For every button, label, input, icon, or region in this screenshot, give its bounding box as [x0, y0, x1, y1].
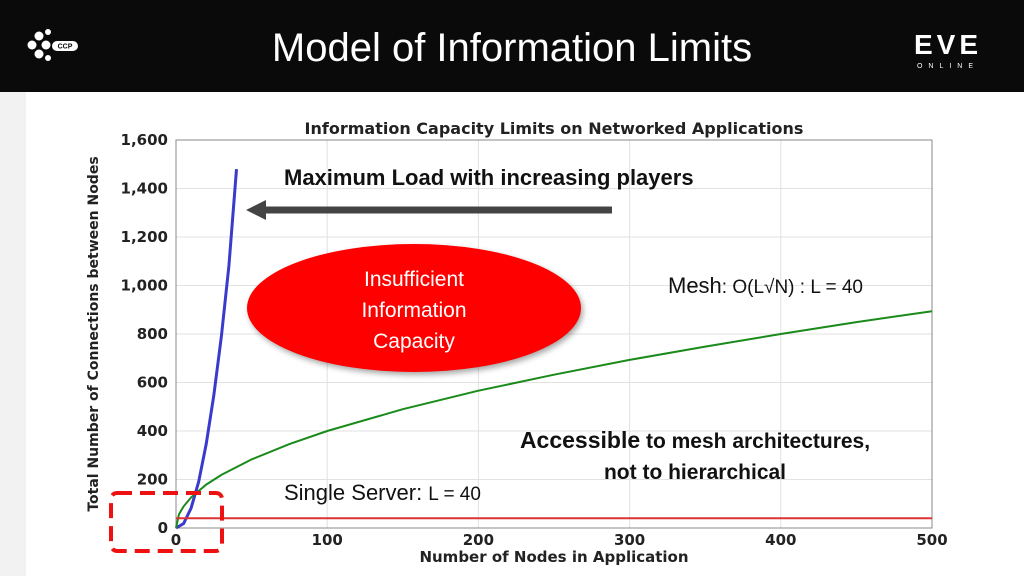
origin-highlight-box	[109, 491, 224, 553]
y-tick-label: 600	[137, 374, 168, 392]
accessible-annotation: Accessible to mesh architectures, not to…	[500, 425, 890, 488]
slide-left-margin	[0, 92, 26, 576]
eve-logo-subtext: ONLINE	[917, 63, 979, 70]
insufficient-line-2: Information	[361, 299, 467, 322]
x-tick-labels: 0 100 200 300 400 500	[171, 531, 948, 549]
insufficient-capacity-text: Insufficient Information Capacity	[247, 264, 581, 357]
y-tick-label: 0	[158, 519, 168, 537]
y-tick-label: 800	[137, 325, 168, 343]
single-server-label: Single Server:	[284, 480, 429, 505]
insufficient-capacity-ellipse: Insufficient Information Capacity	[247, 244, 581, 372]
x-axis-label: Number of Nodes in Application	[419, 548, 688, 566]
single-server-annotation: Single Server: L = 40	[284, 480, 481, 506]
y-tick-label: 200	[137, 471, 168, 489]
y-tick-labels: 0 200 400 600 800 1,000 1,200 1,400 1,600	[121, 131, 168, 537]
x-tick-label: 0	[171, 531, 181, 549]
ccp-logo-text: CCP	[58, 44, 73, 51]
y-tick-label: 400	[137, 422, 168, 440]
x-tick-label: 100	[312, 531, 343, 549]
plot-area-border	[175, 139, 933, 529]
single-server-value: L = 40	[428, 484, 481, 505]
eve-logo-text: EVE	[914, 30, 982, 60]
eve-online-logo: EVE ONLINE	[914, 30, 982, 70]
series-line-hierarchical	[175, 168, 238, 530]
x-tick-label: 200	[463, 531, 494, 549]
x-tick-label: 400	[765, 531, 796, 549]
y-axis-label: Total Number of Connections between Node…	[86, 156, 102, 511]
header-bar	[0, 0, 1024, 92]
mesh-annotation: Mesh: O(L√N) : L = 40	[668, 273, 863, 299]
y-tick-label: 1,600	[121, 131, 168, 149]
insufficient-line-1: Insufficient	[363, 268, 464, 291]
mesh-formula: : O(L√N) : L = 40	[721, 277, 863, 298]
series-lines	[175, 168, 933, 530]
accessible-line-2: not to hierarchical	[603, 461, 787, 484]
page-title: Model of Information Limits	[271, 26, 753, 70]
chart-title: Information Capacity Limits on Networked…	[305, 119, 804, 138]
y-tick-label: 1,000	[121, 277, 168, 295]
max-load-annotation: Maximum Load with increasing players	[284, 165, 694, 190]
insufficient-line-3: Capacity	[373, 330, 455, 353]
x-tick-label: 500	[916, 531, 947, 549]
ccp-logo: CCP	[27, 29, 78, 61]
series-line-mesh	[175, 310, 933, 529]
accessible-word: Accessible	[519, 427, 641, 453]
x-tick-label: 300	[614, 531, 645, 549]
max-load-arrow-head	[246, 200, 266, 220]
y-tick-label: 1,400	[121, 180, 168, 198]
accessible-rest: to mesh architectures,	[640, 430, 871, 453]
mesh-label: Mesh	[668, 273, 722, 298]
y-tick-label: 1,200	[121, 228, 168, 246]
